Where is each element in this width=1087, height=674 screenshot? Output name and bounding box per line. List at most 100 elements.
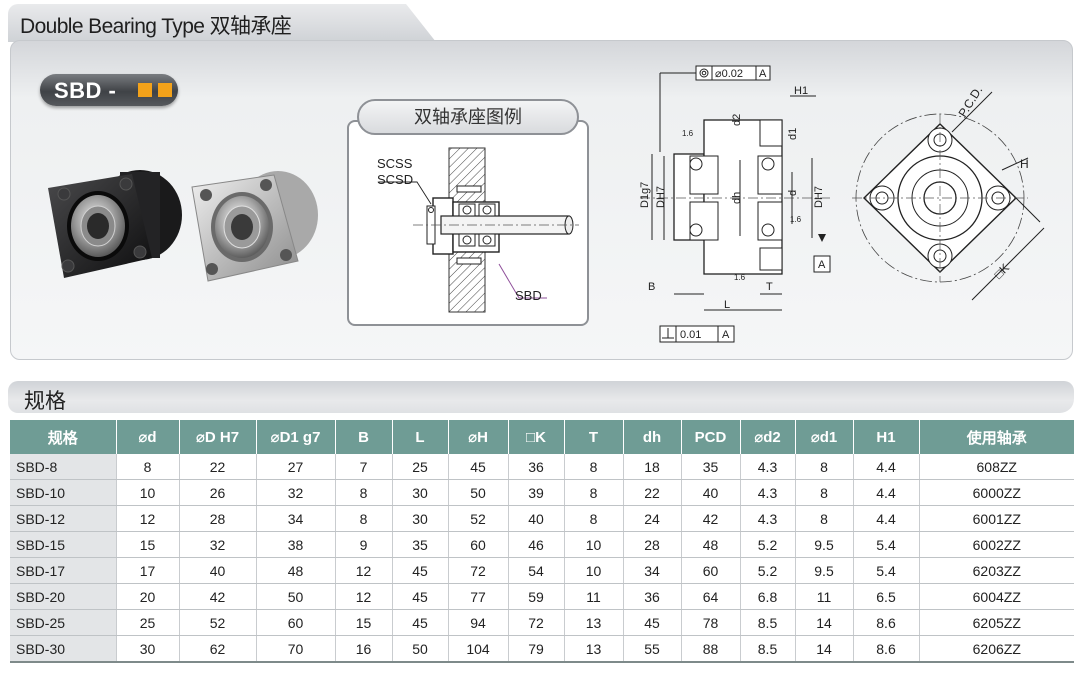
table-cell: 10: [116, 479, 180, 506]
table-cell: 35: [681, 454, 741, 480]
column-header: ⌀d1: [795, 420, 854, 454]
column-header: □K: [508, 420, 565, 454]
table-cell: 55: [623, 635, 682, 663]
table-cell: 4.3: [740, 479, 796, 506]
table-cell: 9.5: [795, 531, 854, 558]
table-cell: 104: [448, 635, 509, 663]
dim-D1g7: D1g7: [639, 182, 651, 208]
code-placeholder-1: [138, 83, 152, 97]
table-cell: 6001ZZ: [919, 505, 1074, 532]
table-cell: 8: [795, 479, 854, 506]
table-cell: 9: [335, 531, 393, 558]
table-cell: 22: [179, 454, 257, 480]
table-cell: 27: [256, 454, 336, 480]
dim-T: T: [766, 281, 773, 293]
table-cell: 4.3: [740, 505, 796, 532]
dim-DH7: DH7: [655, 186, 667, 208]
table-cell: 25: [116, 609, 180, 636]
dim-L: L: [724, 299, 730, 311]
table-cell: 6205ZZ: [919, 609, 1074, 636]
table-cell: 77: [448, 583, 509, 610]
column-header: ⌀D H7: [179, 420, 257, 454]
table-cell: 8: [795, 505, 854, 532]
table-cell: 45: [448, 454, 509, 480]
table-cell: 28: [623, 531, 682, 558]
dim-d: d: [787, 190, 799, 196]
table-cell: 32: [256, 479, 336, 506]
table-cell: 13: [564, 635, 624, 663]
dim-H1: H1: [794, 85, 808, 97]
table-cell: 8: [116, 454, 180, 480]
table-cell: 60: [681, 557, 741, 584]
header-tab: [8, 4, 436, 42]
table-cell: 34: [256, 505, 336, 532]
table-cell: 5.2: [740, 531, 796, 558]
dim-DH7-right: DH7: [813, 186, 825, 208]
table-cell: 6.8: [740, 583, 796, 610]
table-cell: 40: [179, 557, 257, 584]
column-header: T: [564, 420, 624, 454]
dim-B: B: [648, 281, 655, 293]
table-cell: 94: [448, 609, 509, 636]
perpendicularity-datum: A: [722, 329, 730, 341]
table-cell: 4.3: [740, 454, 796, 480]
table-cell: 72: [448, 557, 509, 584]
table-cell: 8.5: [740, 609, 796, 636]
table-cell: 4.4: [853, 479, 920, 506]
table-cell: 10: [564, 557, 624, 584]
table-cell: 32: [179, 531, 257, 558]
table-cell: 6206ZZ: [919, 635, 1074, 663]
table-cell: 17: [116, 557, 180, 584]
table-cell: 8: [564, 454, 624, 480]
table-cell: 79: [508, 635, 565, 663]
table-cell: 54: [508, 557, 565, 584]
table-cell: 26: [179, 479, 257, 506]
table-cell: 52: [448, 505, 509, 532]
column-header: H1: [853, 420, 920, 454]
column-header: dh: [623, 420, 682, 454]
spec-section-header: 规格: [8, 381, 1074, 413]
dim-dh: dh: [731, 192, 743, 204]
roughness-3: 1.6: [734, 273, 746, 282]
column-header: ⌀d: [116, 420, 180, 454]
table-cell: 48: [256, 557, 336, 584]
table-cell: 8: [564, 505, 624, 532]
table-cell: 72: [508, 609, 565, 636]
table-cell: 11: [795, 583, 854, 610]
table-cell: 30: [392, 505, 449, 532]
table-cell: 42: [179, 583, 257, 610]
table-cell: 45: [392, 557, 449, 584]
dim-H: H: [1020, 157, 1029, 171]
table-cell: 608ZZ: [919, 454, 1074, 480]
label-scss: SCSS: [377, 156, 413, 171]
table-cell: 48: [681, 531, 741, 558]
table-cell: 36: [623, 583, 682, 610]
table-cell: 60: [448, 531, 509, 558]
column-header: L: [392, 420, 449, 454]
table-cell: 30: [392, 479, 449, 506]
table-cell: 14: [795, 635, 854, 663]
table-cell: 8.6: [853, 609, 920, 636]
table-cell: 6000ZZ: [919, 479, 1074, 506]
table-cell: 15: [335, 609, 393, 636]
table-cell: 24: [623, 505, 682, 532]
table-cell: 34: [623, 557, 682, 584]
table-cell: 45: [392, 609, 449, 636]
table-cell: 50: [256, 583, 336, 610]
roughness-1: 1.6: [682, 129, 694, 138]
table-cell: 4.4: [853, 454, 920, 480]
table-cell: 39: [508, 479, 565, 506]
table-cell: 16: [335, 635, 393, 663]
table-cell: 52: [179, 609, 257, 636]
dim-pcd: P.C.D.: [956, 84, 986, 120]
table-cell: 8: [335, 505, 393, 532]
table-cell: 8.5: [740, 635, 796, 663]
table-cell: 59: [508, 583, 565, 610]
model-cell: SBD-10: [10, 479, 117, 506]
